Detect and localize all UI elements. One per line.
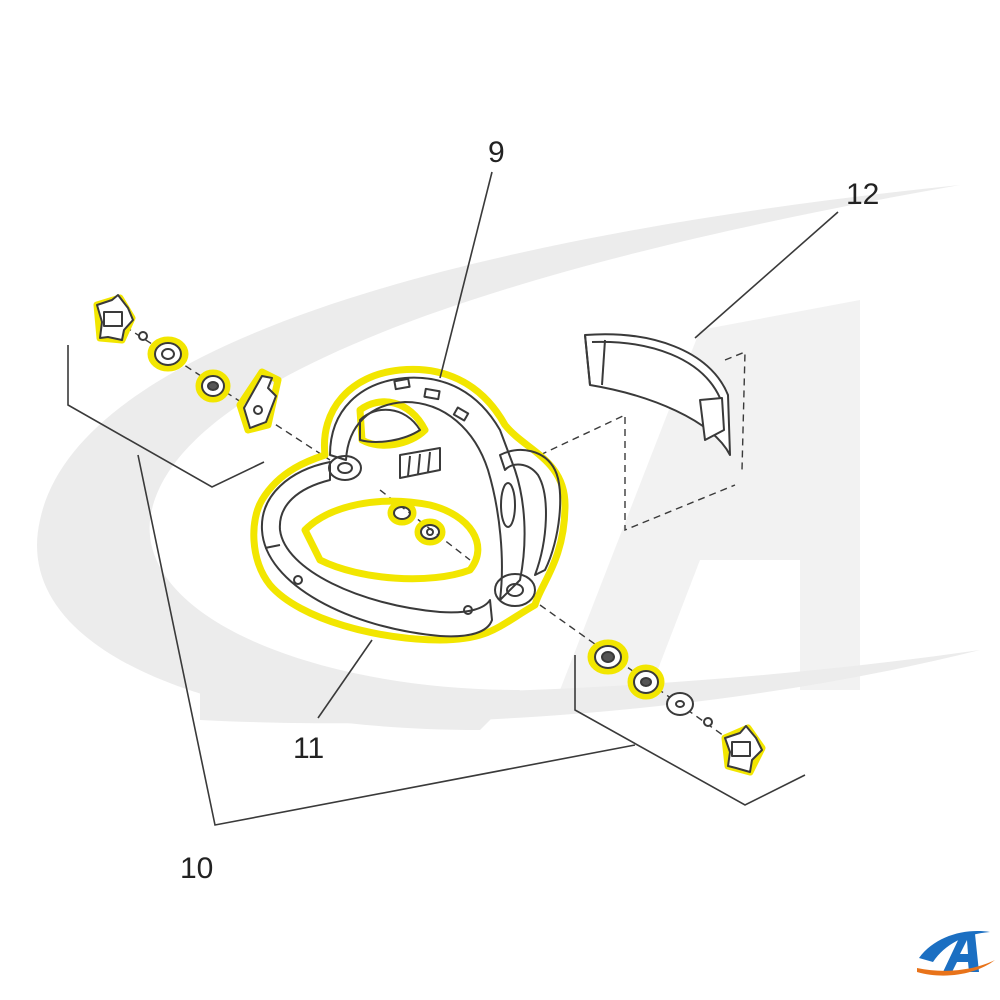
callout-11: 11	[293, 732, 324, 765]
right-washer-small	[703, 717, 713, 727]
leader-9	[439, 171, 493, 379]
explode-axis	[114, 319, 756, 759]
bracket-right-lower	[574, 655, 806, 806]
axis-right	[539, 604, 756, 759]
bracket-lines	[67, 345, 806, 826]
left-knob-assembly	[96, 294, 277, 429]
headgear	[260, 376, 562, 638]
right-knob-assembly	[594, 645, 763, 773]
leader-lines	[317, 171, 839, 719]
callout-12: 12	[846, 178, 879, 211]
headband-ring	[260, 461, 493, 638]
leader-11	[317, 639, 373, 719]
brand-logo-icon	[917, 931, 995, 976]
axis-sweatband-side	[724, 350, 746, 471]
callout-10: 10	[180, 852, 213, 885]
left-pivot	[328, 455, 362, 481]
left-ratchet-plate	[243, 375, 277, 429]
axis-left	[114, 319, 331, 461]
left-washer-small	[138, 331, 148, 341]
crown-strap	[329, 376, 526, 601]
sweatband	[584, 333, 731, 456]
bracket-left-upper	[67, 345, 265, 488]
right-pivot	[494, 573, 536, 607]
leader-12	[694, 211, 839, 339]
rear-adjuster	[499, 449, 562, 576]
bracket-10	[137, 454, 636, 826]
callout-9: 9	[488, 136, 505, 169]
axis-sweatband	[539, 413, 736, 532]
